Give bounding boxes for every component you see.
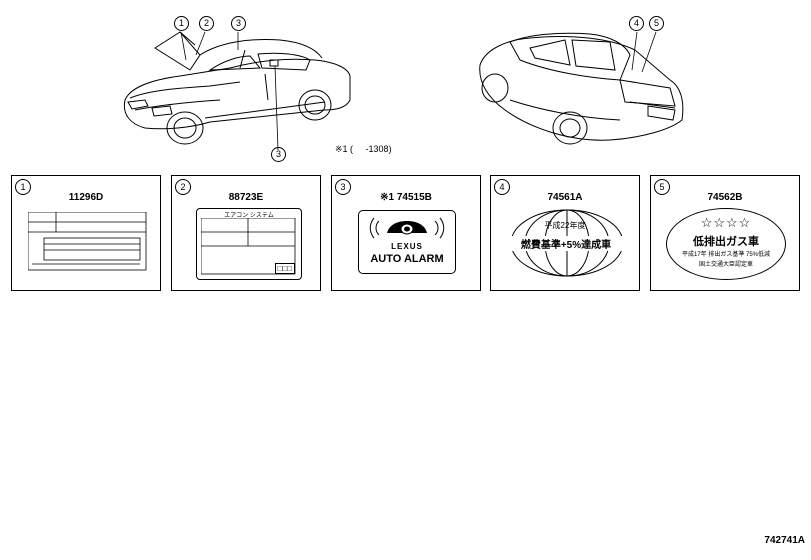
callout-2: 2: [199, 16, 214, 31]
star-rating: ☆☆☆☆: [700, 215, 752, 230]
callout-3-bottom: 3: [271, 147, 286, 162]
label-panel-3: 3 ※1 74515B LEXUS AUTO ALARM: [331, 175, 481, 291]
label-panel-4: 4 74561A 平成22年度 燃費基準+5%達成車: [490, 175, 640, 291]
part-number: ※1 74515B: [380, 192, 432, 203]
car-rear-illustration: [479, 31, 684, 145]
label-1-drawing: [28, 212, 147, 271]
alarm-car-icon: [369, 217, 445, 239]
part-number: 74562B: [707, 192, 743, 203]
callout-5: 5: [649, 16, 664, 31]
panel-number: 4: [494, 179, 510, 195]
label-panel-1: 1 11296D: [11, 175, 161, 291]
label-4-year: 平成22年度: [544, 221, 586, 230]
part-number: 88723E: [228, 192, 264, 203]
diagram-id: 742741A: [764, 535, 805, 546]
part-number: 11296D: [68, 192, 104, 203]
label-2-title: エアコン システム: [224, 213, 274, 219]
panel-number: 5: [654, 179, 670, 195]
panel-number: 2: [175, 179, 191, 195]
panel-number: 1: [15, 179, 31, 195]
car-front-illustration: [123, 31, 351, 151]
applicability-note: ※1 ( -1308): [335, 144, 392, 154]
low-emission-title: 低排出ガス車: [693, 236, 759, 248]
emission-standard: 平成17年 排出ガス基準 75%低減: [681, 252, 771, 258]
lexus-brand: LEXUS: [391, 242, 423, 251]
label-panel-5: 5 74562B ☆☆☆☆ 低排出ガス車 平成17年 排出ガス基準 75%低減 …: [650, 175, 800, 291]
callout-3-top: 3: [231, 16, 246, 31]
label-2-drawing: エアコン システム □□□: [196, 208, 302, 280]
label-panel-2: 2 88723E エアコン システム □□□: [171, 175, 321, 291]
label-2-small-box: □□□: [274, 263, 295, 274]
label-4-fuel-standard: 燃費基準+5%達成車: [501, 236, 631, 251]
certification: 国土交通大臣認定車: [698, 262, 753, 268]
callout-4: 4: [629, 16, 644, 31]
callout-1: 1: [174, 16, 189, 31]
label-5-drawing: ☆☆☆☆ 低排出ガス車 平成17年 排出ガス基準 75%低減 国土交通大臣認定車: [666, 208, 786, 280]
panel-number: 3: [335, 179, 351, 195]
auto-alarm-caption: AUTO ALARM: [370, 253, 444, 265]
label-3-drawing: LEXUS AUTO ALARM: [358, 210, 456, 274]
label-2-grid: [201, 218, 296, 275]
part-number: 74561A: [547, 192, 583, 203]
